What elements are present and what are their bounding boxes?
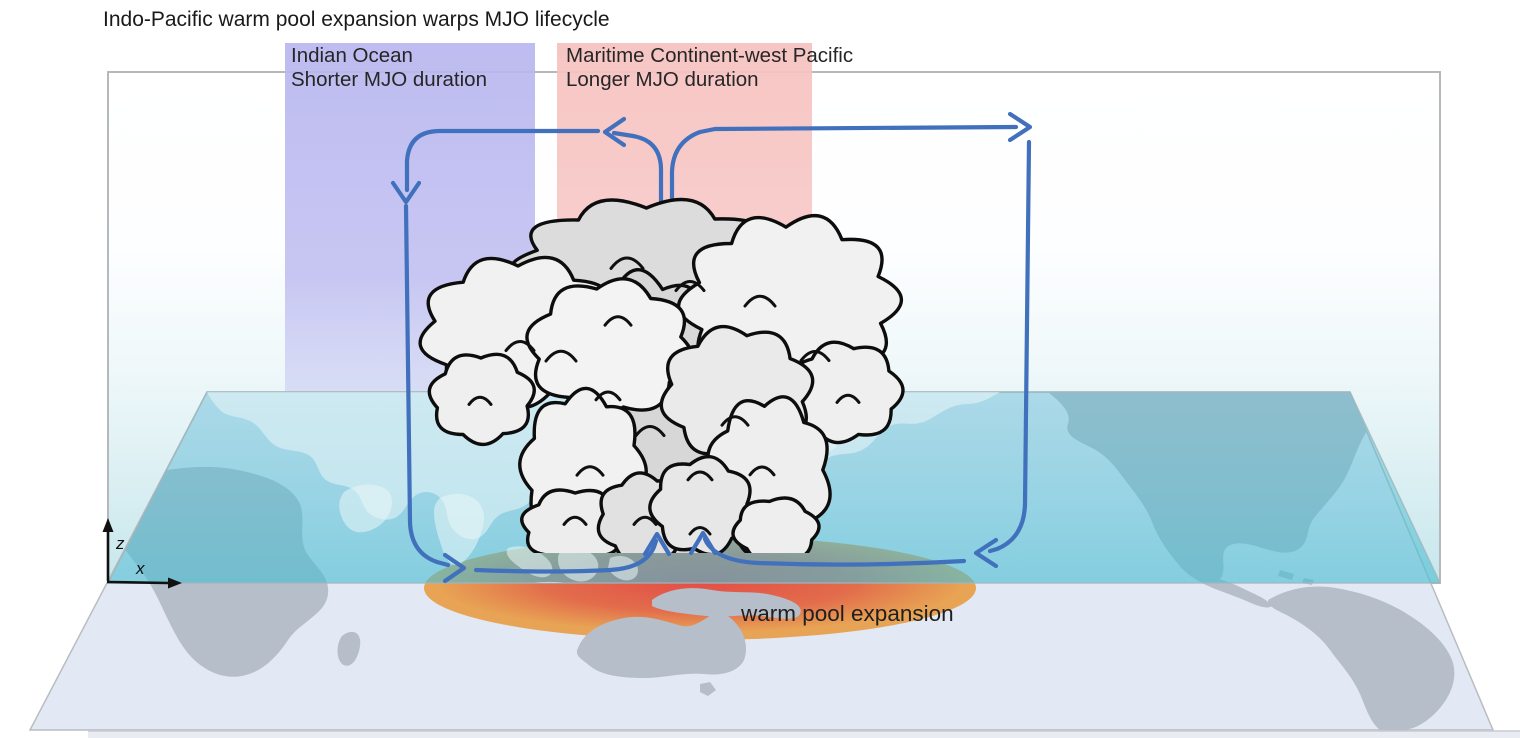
maritime-continent-effect: Longer MJO duration — [566, 68, 759, 91]
central-america — [1204, 578, 1272, 608]
arrowhead-left-surface-icon — [973, 537, 999, 569]
updraft-arrows — [602, 111, 1033, 235]
continent-south-america — [1268, 586, 1455, 730]
z-axis-label: z — [116, 534, 125, 553]
indian-ocean-label: Indian Ocean Shorter MJO duration — [291, 44, 487, 92]
surface-right-flow — [702, 536, 967, 567]
maritime-continent-label: Maritime Continent-west Pacific Longer M… — [566, 44, 853, 92]
right-descending-flow — [987, 139, 1032, 554]
maritime-continent-region: Maritime Continent-west Pacific — [566, 44, 854, 67]
floor-front-strip — [88, 730, 1520, 738]
subcontinent-india — [434, 493, 484, 566]
indian-ocean-effect: Shorter MJO duration — [291, 68, 487, 91]
circulation-arrows — [390, 128, 1032, 584]
x-axis-arrowhead-icon — [168, 577, 182, 589]
cloud-detail-arc — [562, 515, 588, 526]
arrowhead-right-surface-icon — [442, 552, 467, 584]
updraft-left-branch — [611, 130, 664, 235]
cloud-detail-arc — [686, 470, 714, 482]
cloud-detail-arc — [632, 515, 658, 526]
surface-left-flow — [473, 538, 659, 574]
figure-title: Indo-Pacific warm pool expansion warps M… — [103, 8, 610, 31]
updraft-right-branch — [669, 124, 1019, 235]
cloud-detail-arc — [799, 350, 831, 363]
cloud-detail-arc — [688, 526, 712, 536]
cloud-detail-arc — [609, 256, 645, 270]
upper-left-flow — [404, 128, 601, 193]
convective-cloud — [418, 197, 905, 553]
cloud-detail-arc — [467, 395, 493, 406]
arrowhead-up-right-icon — [688, 530, 718, 556]
cloud-detail-arc — [594, 390, 622, 402]
cloud-detail-arc — [603, 315, 633, 327]
arrowhead-up-left-icon — [642, 531, 672, 557]
cloud-detail-arc — [575, 465, 605, 477]
arrowhead-down-icon — [390, 180, 422, 205]
x-axis-label: x — [136, 559, 145, 578]
z-axis-arrowhead-icon — [102, 518, 114, 532]
cloud-detail-arc — [743, 294, 777, 308]
continent-australia — [576, 613, 746, 678]
cloud-puff — [427, 352, 536, 447]
cloud-detail-arc — [634, 425, 666, 438]
cloud-puff — [731, 496, 821, 553]
warm-pool-label: warm pool expansion — [741, 601, 954, 626]
cloud-puff — [648, 455, 753, 553]
island-madagascar — [337, 631, 361, 666]
cloud-detail-arc — [748, 465, 776, 477]
cloud-detail-arc — [720, 415, 750, 427]
cloud-detail-arc — [544, 349, 578, 363]
island-tasmania — [700, 682, 716, 696]
cloud-detail-arc — [504, 340, 536, 353]
cloud-detail-arc — [835, 393, 861, 404]
cloud-detail-arc — [674, 280, 706, 293]
arrowhead-right-icon — [1007, 111, 1033, 143]
indian-ocean-region: Indian Ocean — [291, 44, 413, 67]
axis-indicator — [102, 518, 182, 589]
island-new-guinea — [652, 588, 801, 619]
left-descending-flow — [403, 203, 451, 568]
arrowhead-left-icon — [602, 116, 627, 148]
peninsula-arabia — [339, 484, 392, 533]
x-axis-line — [106, 580, 169, 585]
